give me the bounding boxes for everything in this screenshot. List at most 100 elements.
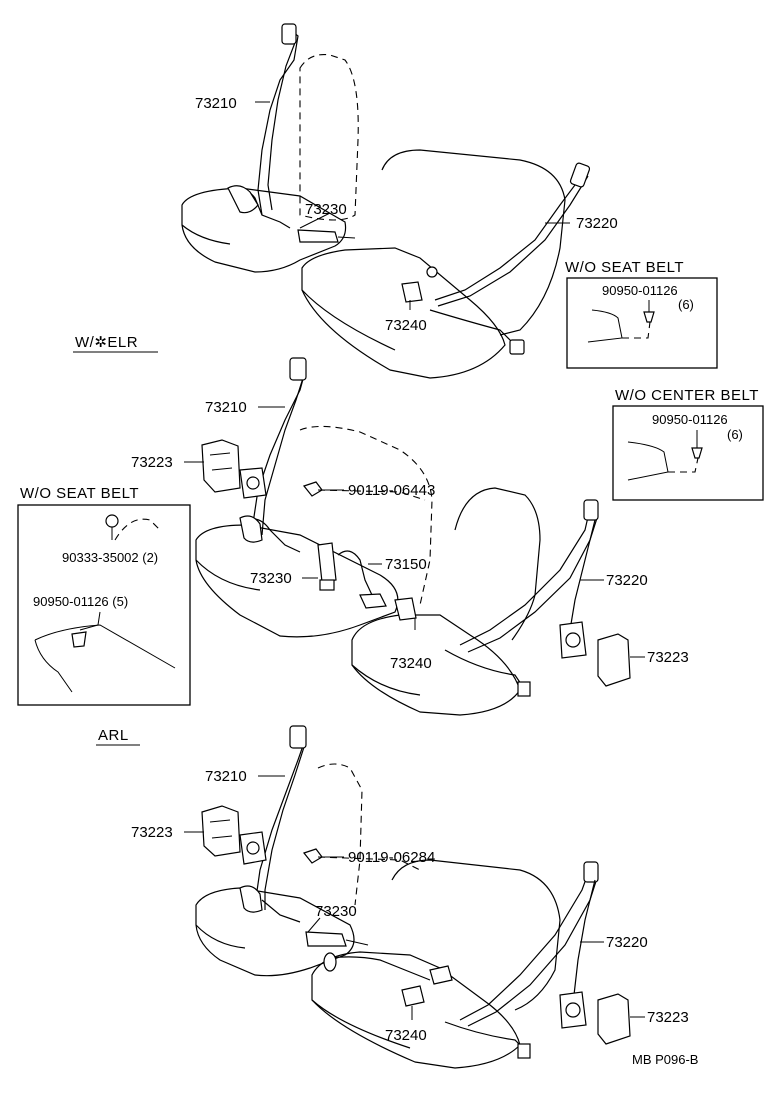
top-right-anchor xyxy=(569,162,591,188)
callout-bot-73223-left: 73223 xyxy=(131,824,173,841)
top-retractor-left xyxy=(227,185,259,214)
inset-part-2: 90950-01126 (5) xyxy=(33,594,128,609)
mid-cover-73223-right xyxy=(597,633,631,687)
mid-center-belt xyxy=(337,550,386,606)
top-assembly: 73210 73230 73220 73240 xyxy=(181,23,618,379)
bolt-icon xyxy=(302,848,323,864)
mid-anchor-upper xyxy=(289,357,307,381)
callout-mid-73223-left: 73223 xyxy=(131,454,173,471)
inset-wo-seat-belt-right: W/O SEAT BELT 90950-01126 (6) xyxy=(565,259,718,369)
callout-top-73240: 73240 xyxy=(385,317,427,334)
bolt-icon xyxy=(302,481,323,497)
top-outer-belt xyxy=(257,27,299,216)
mid-right-pillar xyxy=(569,519,596,631)
mid-right-lap-end xyxy=(517,681,531,697)
bot-cover-73223-right xyxy=(597,993,631,1045)
callout-mid-73150: 73150 xyxy=(385,556,427,573)
bot-dashed-connector-bolt xyxy=(317,856,421,871)
mid-right-cushion-edge xyxy=(351,664,421,696)
bot-cover-73223-left xyxy=(201,805,241,857)
bot-buckle-73240 xyxy=(401,985,425,1007)
callout-mid-73240: 73240 xyxy=(390,655,432,672)
callout-mid-73220: 73220 xyxy=(606,572,648,589)
inset-part: 90950-01126 xyxy=(652,412,728,427)
mid-right-retractor-spool xyxy=(565,632,581,648)
clip-icon xyxy=(643,311,655,323)
inset-part-1: 90333-35002 (2) xyxy=(62,550,158,565)
bottom-assembly: 73210 73223 90119-06284 73230 73220 7324… xyxy=(131,725,689,1069)
figure-code: MB P096-B xyxy=(632,1052,698,1067)
bot-center-anchor xyxy=(323,952,337,972)
bot-buckle-73230 xyxy=(305,931,347,947)
mid-dashed-connector-bolt xyxy=(317,489,426,501)
inset-box xyxy=(17,504,191,706)
top-buckle-73230 xyxy=(297,229,339,243)
front-seat-cushion xyxy=(181,187,347,273)
middle-assembly: 73210 73223 90119-06443 73230 73150 7322… xyxy=(131,357,689,716)
callout-bot-73223-right: 73223 xyxy=(647,1009,689,1026)
top-outer-belt-inner xyxy=(267,39,297,211)
mid-right-belt xyxy=(459,507,591,646)
callout-mid-90119: 90119-06443 xyxy=(348,482,435,499)
bot-outer-belt-inner xyxy=(264,743,306,910)
bot-retractor-spool xyxy=(246,841,260,855)
bot-rear-back xyxy=(391,859,561,1011)
bot-buckle-strap xyxy=(345,939,369,946)
inset-seat-corner xyxy=(587,309,623,343)
top-right-belt xyxy=(434,167,583,301)
bot-right-lap xyxy=(444,1021,526,1051)
callout-mid-73223-right: 73223 xyxy=(647,649,689,666)
bot-lap-belt xyxy=(261,899,301,923)
callout-bot-73230: 73230 xyxy=(315,903,357,920)
inset-seat-edge xyxy=(34,639,73,693)
inset-qty: (6) xyxy=(727,427,743,442)
mid-buckle-73240 xyxy=(394,597,417,621)
clip-icon xyxy=(71,631,87,648)
inset-wo-center-belt: W/O CENTER BELT 90950-01126 (6) xyxy=(612,387,764,501)
mid-right-anchor xyxy=(583,499,599,521)
callout-bot-73240: 73240 xyxy=(385,1027,427,1044)
bot-center-lap xyxy=(329,956,431,981)
mid-right-lap xyxy=(444,649,526,691)
rear-bench-cushion xyxy=(301,247,506,379)
bot-anchor-upper xyxy=(289,725,307,749)
bot-right-belt xyxy=(459,867,591,1021)
inset-qty: (6) xyxy=(678,297,694,312)
front-seat-cushion-edge xyxy=(181,224,231,245)
mid-cover-73223-left xyxy=(201,439,241,493)
inset-box xyxy=(612,405,764,501)
front-seat-back-outline xyxy=(299,53,359,221)
leader-bot-73230 xyxy=(307,917,321,933)
rear-bench-cushion-edge xyxy=(301,289,396,351)
inset-title: W/O SEAT BELT xyxy=(565,259,684,276)
mid-outer-belt-inner xyxy=(261,374,305,536)
grommet-icon xyxy=(105,514,119,528)
top-buckle-73240 xyxy=(401,281,423,303)
leader-top-73230 xyxy=(299,212,331,229)
mid-front-cushion-edge xyxy=(195,559,261,591)
bot-front-cushion-edge xyxy=(195,924,246,949)
bot-right-anchor xyxy=(583,861,599,883)
top-bolt xyxy=(426,266,438,278)
mid-lap-anchor xyxy=(239,515,263,543)
callout-bot-73220: 73220 xyxy=(606,934,648,951)
mid-cover-detail xyxy=(209,452,233,471)
callout-top-73230: 73230 xyxy=(305,201,347,218)
mid-outer-belt xyxy=(251,361,306,531)
callout-top-73210: 73210 xyxy=(195,95,237,112)
inset-dashed-edge xyxy=(622,321,651,339)
bot-right-pillar xyxy=(573,879,596,996)
callout-bot-90119: 90119-06284 xyxy=(348,849,435,866)
inset-dashed-curve xyxy=(114,518,161,541)
inset-wo-seat-belt-left: W/O SEAT BELT 90333-35002 (2) 90950-0112… xyxy=(17,485,191,706)
bot-right-retractor-spool xyxy=(565,1002,581,1018)
top-buckle-strap xyxy=(337,236,356,239)
section-label-arl: ARL xyxy=(98,727,129,744)
inset-dashed-edge xyxy=(668,457,699,473)
bot-front-seat-back xyxy=(317,763,363,906)
mid-front-seat-back xyxy=(299,425,433,606)
bot-center-buckle xyxy=(429,965,453,985)
section-label-elr: W/✲ELR xyxy=(75,334,138,351)
inset-seat-corner xyxy=(627,441,669,481)
bot-lap-anchor xyxy=(239,885,263,913)
